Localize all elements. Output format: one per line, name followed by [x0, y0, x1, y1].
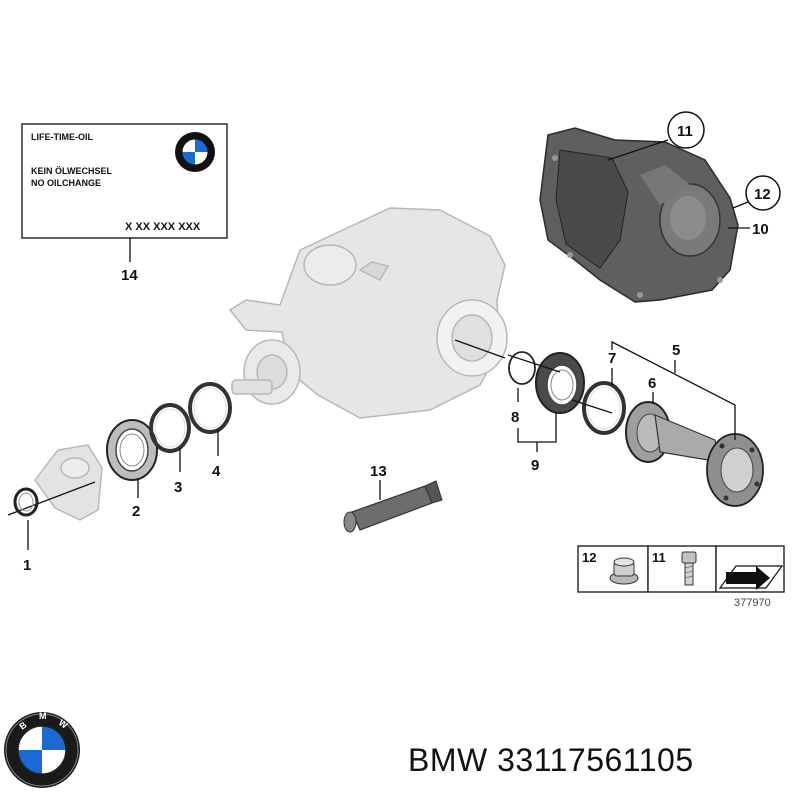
oil-label-line2: KEIN ÖLWECHSEL — [31, 166, 113, 176]
shim-ring-7 — [582, 381, 626, 435]
callout-10: 10 — [752, 221, 769, 238]
oil-label-line1: LIFE-TIME-OIL — [31, 132, 93, 142]
svg-text:B: B — [17, 719, 28, 731]
output-flange-left — [34, 444, 103, 521]
differential-housing — [228, 207, 508, 419]
part-number: 33117561105 — [497, 742, 694, 778]
callout-6: 6 — [648, 375, 656, 392]
bmw-logo-icon — [175, 132, 215, 172]
oil-label-card: LIFE-TIME-OIL KEIN ÖLWECHSEL NO OILCHANG… — [21, 123, 228, 239]
part-number-caption: BMW 33117561105 — [408, 742, 694, 779]
shaft-seal-right — [535, 352, 585, 414]
legend-label-12: 12 — [582, 550, 596, 565]
callout-14: 14 — [121, 267, 138, 284]
shaft-seal-left — [106, 419, 158, 481]
callout-12-circle — [745, 175, 781, 211]
shim-ring-4 — [188, 382, 232, 434]
output-flange-right — [625, 401, 764, 507]
legend-label-11: 11 — [652, 550, 666, 565]
callout-8: 8 — [511, 409, 519, 426]
svg-text:M: M — [39, 711, 47, 721]
hex-bolt-icon — [681, 551, 697, 586]
rear-cover — [539, 127, 739, 303]
brand-name: BMW — [408, 742, 488, 778]
callout-4: 4 — [212, 463, 221, 480]
oil-label-code: X XX XXX XXX — [125, 221, 201, 233]
callout-5: 5 — [672, 342, 680, 359]
callout-3: 3 — [174, 479, 182, 496]
legend-table: 12 11 — [577, 545, 785, 593]
o-ring — [508, 351, 536, 385]
plug-screw-icon — [609, 557, 639, 585]
callout-13: 13 — [370, 463, 387, 480]
arrow-symbol-icon — [718, 565, 784, 590]
reference-number: 377970 — [734, 597, 771, 609]
callout-12: 12 — [754, 186, 771, 203]
callout-11: 11 — [677, 123, 693, 140]
shim-ring-3 — [149, 403, 191, 453]
callout-11-circle — [667, 111, 705, 149]
sealant-tube — [343, 480, 443, 533]
bmw-brand-logo-icon: B M W — [4, 711, 80, 788]
callout-9: 9 — [531, 457, 539, 474]
oil-label-line3: NO OILCHANGE — [31, 178, 101, 188]
circlip-ring — [13, 487, 39, 517]
callout-1: 1 — [23, 557, 31, 574]
callout-2: 2 — [132, 503, 140, 520]
callout-7: 7 — [608, 350, 616, 367]
